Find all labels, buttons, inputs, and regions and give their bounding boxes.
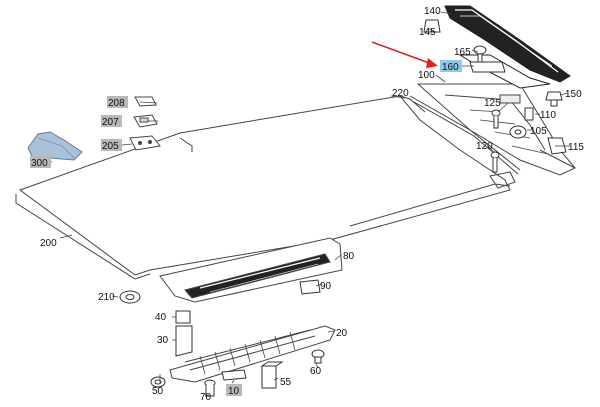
washer-50 xyxy=(150,376,166,388)
label-210: 210 xyxy=(98,292,115,303)
rail-assembly-100 xyxy=(416,83,576,176)
label-10: 10 xyxy=(228,386,240,397)
label-40: 40 xyxy=(155,312,167,323)
label-160-highlight xyxy=(440,60,462,72)
cap-10 xyxy=(221,369,247,381)
label-110: 110 xyxy=(540,110,556,121)
label-150: 150 xyxy=(565,89,582,100)
label-200: 200 xyxy=(40,238,57,249)
label-100: 100 xyxy=(418,70,435,81)
label-220: 220 xyxy=(392,88,409,99)
label-60: 60 xyxy=(310,366,322,377)
label-160: 160 xyxy=(442,62,459,73)
label-55: 55 xyxy=(280,377,292,388)
clip-110 xyxy=(524,107,534,121)
label-207-bg xyxy=(101,115,122,127)
label-205: 205 xyxy=(102,141,119,152)
label-205-bg xyxy=(101,139,122,151)
rivet-150 xyxy=(545,91,563,107)
bolt-70 xyxy=(204,379,216,397)
clip-40 xyxy=(175,310,191,324)
label-207: 207 xyxy=(102,117,119,128)
label-145: 145 xyxy=(419,27,436,38)
label-80: 80 xyxy=(343,251,355,262)
part-labels: 140 145 165 160 100 220 125 150 110 105 … xyxy=(30,6,584,403)
label-300-bg xyxy=(30,156,51,168)
label-105: 105 xyxy=(530,126,547,137)
label-70: 70 xyxy=(200,392,212,403)
label-125: 125 xyxy=(484,98,501,109)
clip-208 xyxy=(134,96,157,107)
label-20: 20 xyxy=(336,328,348,339)
label-208: 208 xyxy=(108,98,125,109)
bracket-20 xyxy=(169,325,336,383)
block-55 xyxy=(260,361,284,389)
nut-105 xyxy=(509,125,527,139)
clip-90 xyxy=(299,279,321,295)
label-50: 50 xyxy=(152,386,164,397)
clip-207 xyxy=(133,114,158,128)
clip-60 xyxy=(311,349,325,364)
pointer-arrow xyxy=(371,41,438,68)
clip-145 xyxy=(423,19,441,33)
sill-80 xyxy=(159,237,343,303)
label-165: 165 xyxy=(454,47,471,58)
clip-205 xyxy=(129,135,161,151)
grommet-210 xyxy=(119,290,141,304)
bracket-30 xyxy=(175,325,193,357)
label-300: 300 xyxy=(31,158,48,169)
label-208-bg xyxy=(107,96,128,108)
label-90: 90 xyxy=(320,281,332,292)
clip-160 xyxy=(469,61,506,73)
floor-panel xyxy=(15,95,516,280)
cover-300 xyxy=(27,131,83,161)
label-140: 140 xyxy=(424,6,441,17)
label-115: 115 xyxy=(568,142,584,153)
label-120: 120 xyxy=(476,141,493,152)
screw-120 xyxy=(490,151,500,173)
label-10-bg xyxy=(226,384,242,396)
label-30: 30 xyxy=(157,335,169,346)
